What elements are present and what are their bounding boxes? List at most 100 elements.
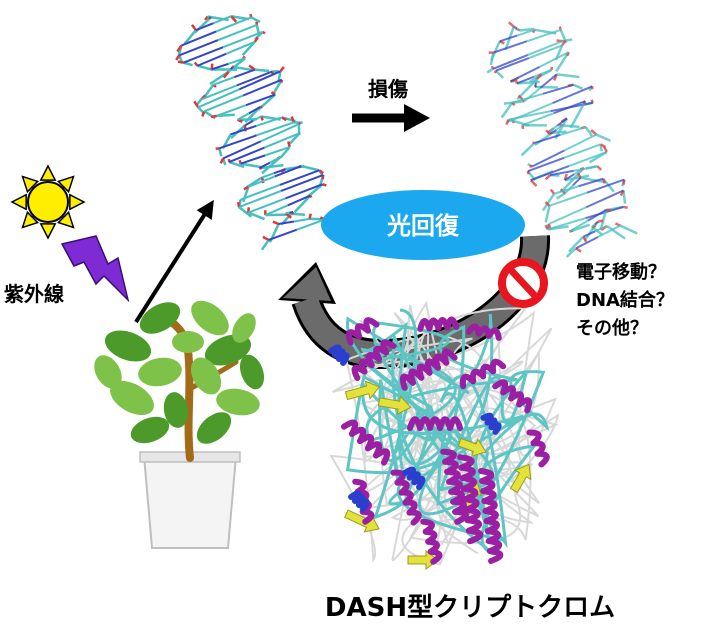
protein-helix-turn bbox=[488, 421, 502, 435]
protein-helix-turn bbox=[411, 476, 426, 490]
dna-base bbox=[211, 62, 229, 71]
dna-base bbox=[492, 54, 529, 70]
dna-base bbox=[594, 225, 608, 233]
dna-backbone bbox=[580, 176, 606, 184]
dna-backbone bbox=[489, 52, 495, 66]
dna-base bbox=[217, 24, 258, 42]
dna-base bbox=[242, 78, 283, 97]
sun-ray bbox=[56, 175, 75, 194]
protein-beta-sheet bbox=[344, 380, 381, 401]
dna-base bbox=[526, 28, 562, 43]
protein-coil bbox=[345, 308, 550, 556]
leaf bbox=[216, 388, 260, 416]
dna-backbone bbox=[544, 205, 551, 223]
dna-base bbox=[553, 185, 579, 195]
dna-base bbox=[289, 211, 294, 214]
dna-base bbox=[222, 140, 262, 160]
uv-label: 紫外線 bbox=[4, 282, 64, 306]
dash-cryptochrome-structure bbox=[328, 300, 560, 570]
dna-base bbox=[233, 68, 256, 79]
plant-icon bbox=[94, 300, 265, 549]
dna-base bbox=[245, 93, 276, 107]
dna-base bbox=[264, 146, 290, 157]
dna-backbone bbox=[520, 142, 536, 157]
dna-base bbox=[248, 106, 261, 115]
dna-base bbox=[244, 120, 254, 127]
leaf bbox=[94, 355, 122, 389]
dna-base bbox=[516, 75, 535, 85]
protein-helix-turn bbox=[380, 339, 397, 356]
dna-backbone bbox=[564, 174, 590, 182]
dna-base bbox=[549, 169, 574, 177]
sun-ray bbox=[69, 193, 86, 211]
question-dna-binding: DNA結合？ bbox=[576, 289, 674, 311]
dna-base bbox=[594, 221, 599, 226]
dna-base bbox=[542, 83, 574, 95]
dna-phosphate bbox=[190, 24, 197, 31]
dna-base bbox=[216, 104, 247, 117]
dna-backbone bbox=[255, 24, 260, 34]
dna-base bbox=[573, 165, 598, 172]
dna-base bbox=[225, 40, 256, 55]
protein-helix-turn bbox=[406, 509, 422, 526]
dna-base bbox=[535, 78, 539, 84]
protein-helix-turn bbox=[444, 316, 460, 331]
sun-ray bbox=[21, 175, 40, 194]
dna-backbone bbox=[279, 146, 291, 159]
dna-phosphate bbox=[493, 70, 497, 74]
protein-helix-turn bbox=[427, 548, 443, 565]
photorepair-label: 光回復 bbox=[386, 212, 460, 240]
dna-backbone bbox=[573, 83, 583, 90]
dna-base bbox=[499, 34, 518, 43]
dna-base bbox=[568, 219, 589, 233]
dna-backbone bbox=[560, 167, 585, 193]
dna-base bbox=[597, 224, 621, 238]
dna-backbone bbox=[277, 71, 282, 82]
dna-phosphate bbox=[175, 54, 181, 61]
dna-base bbox=[230, 124, 257, 136]
question-electron-transfer: 電子移動？ bbox=[576, 261, 666, 283]
dna-phosphate bbox=[219, 157, 225, 164]
dna-backbone bbox=[584, 126, 593, 137]
dna-base bbox=[195, 22, 214, 32]
dna-backbone bbox=[228, 160, 245, 169]
dna-base bbox=[280, 174, 324, 192]
protein-helix-turn bbox=[534, 450, 550, 468]
dna-base bbox=[178, 39, 219, 57]
dna-backbone bbox=[599, 209, 608, 230]
dna-base bbox=[549, 128, 557, 136]
dna-base bbox=[269, 156, 282, 164]
dna-base bbox=[563, 143, 601, 159]
dna-phosphate bbox=[238, 159, 242, 165]
dna-phosphate bbox=[544, 201, 551, 207]
dna-phosphate bbox=[201, 110, 206, 117]
dna-base bbox=[585, 189, 624, 209]
dna-base bbox=[534, 134, 561, 144]
dna-backbone bbox=[241, 40, 256, 56]
dna-base bbox=[228, 146, 265, 163]
dna-base bbox=[591, 223, 596, 228]
dna-base bbox=[213, 76, 235, 86]
dna-base bbox=[247, 197, 286, 214]
dna-base bbox=[530, 165, 570, 182]
dna-base bbox=[559, 126, 587, 136]
dna-base bbox=[587, 209, 607, 222]
dna-base bbox=[547, 217, 586, 231]
dna-base bbox=[278, 220, 295, 225]
dna-base bbox=[564, 173, 575, 181]
dna-base bbox=[568, 150, 608, 167]
leaf bbox=[139, 302, 181, 334]
dna-backbone bbox=[556, 73, 580, 79]
dna-backbone bbox=[606, 224, 626, 240]
dna-base bbox=[563, 133, 597, 152]
protein-helix-turn bbox=[372, 448, 391, 466]
dna-base bbox=[539, 51, 570, 68]
dna-base bbox=[215, 16, 252, 33]
dna-backbone bbox=[204, 83, 215, 97]
dna-base bbox=[287, 194, 311, 207]
protein-helix-turn bbox=[447, 416, 463, 431]
dna-phosphate bbox=[561, 39, 567, 47]
dna-base bbox=[586, 178, 625, 194]
dna-backbone bbox=[494, 69, 505, 79]
